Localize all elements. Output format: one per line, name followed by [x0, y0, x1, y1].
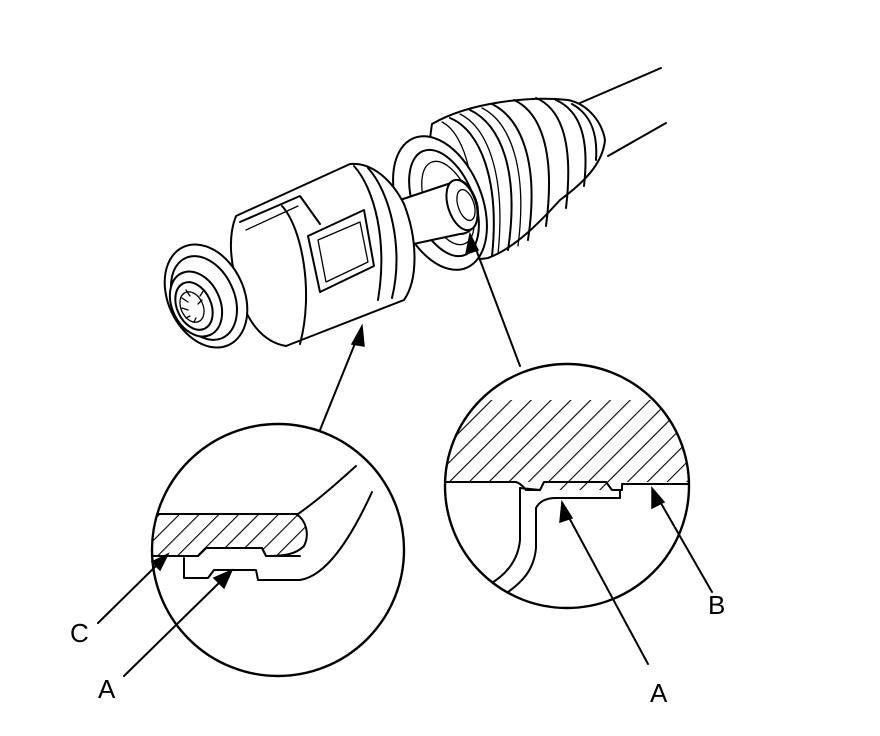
axle-shaft: [579, 67, 667, 157]
label-c-left: C: [70, 618, 89, 648]
axle-assembly: [163, 67, 667, 349]
detail-circle-left: [150, 422, 406, 678]
label-a-right: A: [650, 678, 668, 708]
joint-housing: [229, 162, 416, 347]
spline-end: [163, 243, 249, 349]
stub-shaft: [399, 178, 479, 247]
label-b-right: B: [708, 590, 725, 620]
label-a-left: A: [98, 674, 116, 704]
detail-circle-right: [443, 362, 691, 610]
callout-arrows: [97, 231, 713, 677]
